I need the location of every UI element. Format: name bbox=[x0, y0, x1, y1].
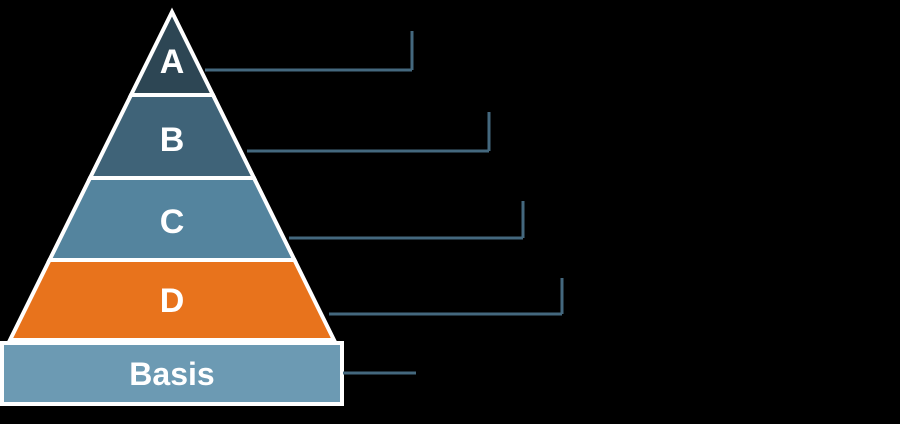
callout-connectors bbox=[205, 31, 564, 375]
pyramid-band-basis[interactable] bbox=[0, 341, 344, 406]
pyramid-bands bbox=[0, 7, 344, 406]
pyramid-band-c[interactable] bbox=[46, 176, 298, 262]
pyramid-band-b[interactable] bbox=[86, 93, 258, 180]
pyramid-band-d[interactable] bbox=[6, 258, 338, 342]
pyramid-band-a[interactable] bbox=[127, 7, 217, 97]
